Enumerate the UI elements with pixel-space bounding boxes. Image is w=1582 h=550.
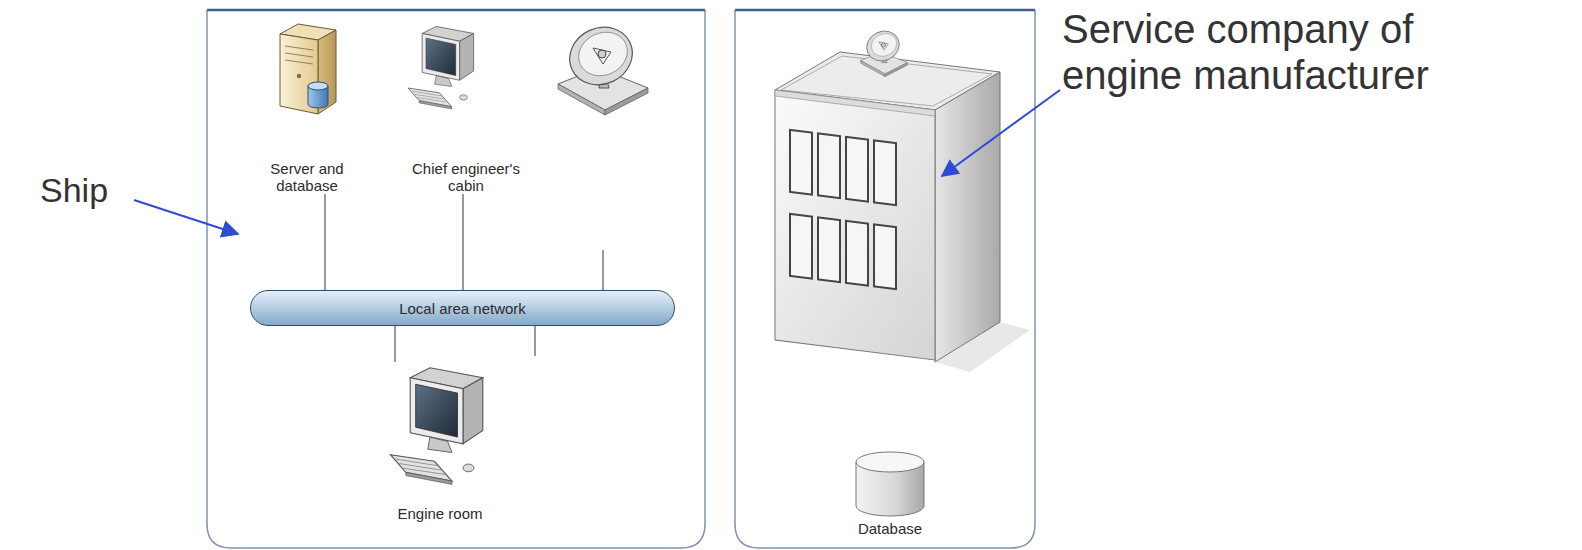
computer-icon — [408, 26, 474, 109]
panel-top — [207, 9, 705, 12]
database-icon — [856, 452, 924, 516]
callout-label: Service company of engine manufacturer — [1062, 6, 1492, 98]
network-link — [462, 194, 463, 290]
computer-icon — [390, 368, 482, 485]
network-link — [324, 194, 325, 290]
device-node: Engine room — [360, 362, 520, 522]
device-label: Engine room — [360, 505, 520, 522]
network-link — [394, 326, 395, 362]
ship-panel — [207, 10, 705, 548]
device-label: Chief engineer's cabin — [400, 160, 532, 194]
network-drop — [534, 326, 535, 356]
network-bus: Local area network — [250, 290, 675, 326]
server-icon — [280, 24, 336, 114]
company-panel — [735, 10, 1035, 548]
satellite-dish — [558, 17, 648, 115]
panel-top — [735, 9, 1035, 12]
callout-label: Ship — [40, 170, 150, 210]
device-label: Server and database — [262, 160, 352, 194]
callout-arrow — [942, 90, 1060, 176]
device-node: Chief engineer's cabin — [400, 22, 532, 194]
callout-arrow — [134, 200, 238, 234]
device-node: Database — [830, 450, 950, 537]
bus-label: Local area network — [399, 300, 526, 317]
network-drop — [602, 250, 603, 290]
building — [775, 26, 1030, 372]
device-label: Database — [830, 520, 950, 537]
device-node: Server and database — [262, 22, 352, 194]
